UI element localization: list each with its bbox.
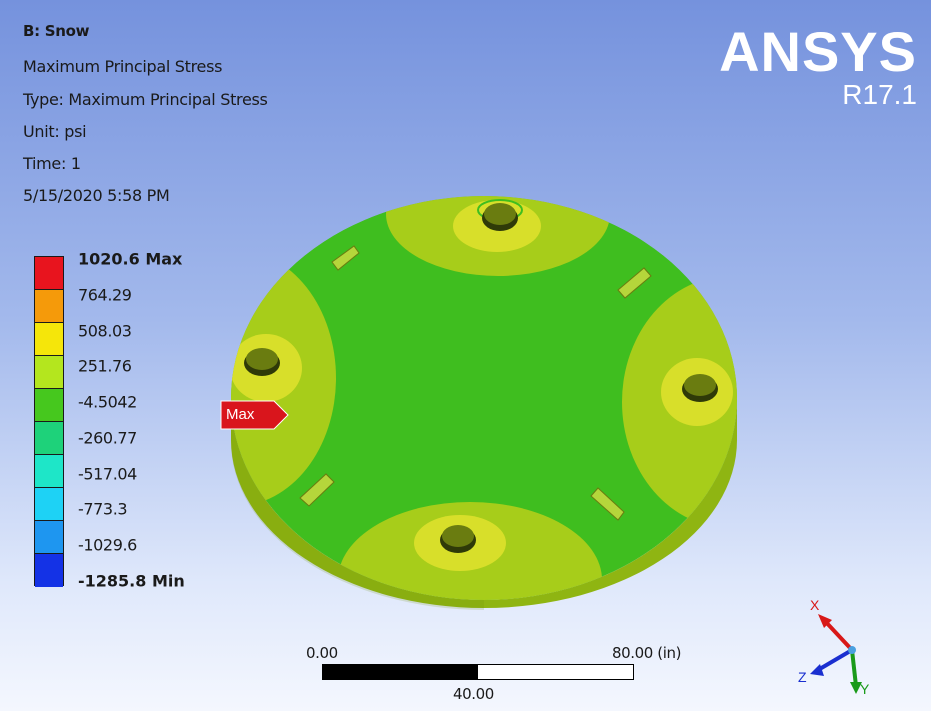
triad-z-arrowhead [810, 664, 824, 676]
legend-swatch [35, 389, 63, 422]
result-time: Time: 1 [23, 154, 81, 173]
max-probe-label: Max [226, 406, 255, 423]
scale-right-label: 80.00 (in) [612, 644, 682, 662]
result-type: Type: Maximum Principal Stress [23, 90, 268, 109]
legend-swatch [35, 554, 63, 587]
legend-value-label: -517.04 [78, 464, 137, 484]
triad-z-axis [816, 648, 854, 672]
brand-name: ANSYS [719, 20, 917, 83]
scale-left-label: 0.00 [306, 644, 338, 662]
triad-y-arrowhead [850, 682, 862, 694]
legend-value-label: -4.5042 [78, 392, 137, 412]
legend-value-label: 251.76 [78, 356, 132, 376]
triad-z-label: Z [798, 669, 807, 685]
scale-mid-label: 40.00 [453, 685, 494, 703]
result-date: 5/15/2020 5:58 PM [23, 186, 170, 205]
result-name: Maximum Principal Stress [23, 57, 223, 76]
legend-swatch [35, 521, 63, 554]
legend-swatch [35, 488, 63, 521]
brand-release: R17.1 [842, 79, 917, 110]
triad-y-label: Y [860, 681, 870, 697]
legend-value-label: -1285.8 Min [78, 571, 185, 591]
scale-bar-dark-segment [323, 665, 478, 679]
legend-value-label: 764.29 [78, 285, 132, 305]
analysis-title: B: Snow [23, 22, 90, 40]
bolt-holes [244, 203, 718, 553]
legend-swatch [35, 323, 63, 356]
legend-value-label: -773.3 [78, 499, 128, 519]
triad-x-label: X [810, 597, 820, 613]
result-unit: Unit: psi [23, 122, 87, 141]
contour-legend-bar [34, 256, 64, 587]
scale-bar-light-segment [478, 665, 633, 679]
disk-slots [299, 245, 652, 521]
triad-y-axis [850, 649, 858, 687]
legend-value-label: -1029.6 [78, 535, 137, 555]
legend-swatch [35, 290, 63, 323]
triad-origin [848, 646, 856, 654]
ansys-logo: ANSYS R17.1 [719, 24, 917, 110]
max-probe-marker[interactable] [220, 400, 290, 430]
scale-bar [322, 664, 634, 680]
legend-swatch [35, 422, 63, 455]
legend-value-label: -260.77 [78, 428, 137, 448]
legend-swatch [35, 356, 63, 389]
legend-swatch [35, 257, 63, 290]
coordinate-triad[interactable]: X Y Z [790, 590, 890, 700]
triad-x-arrowhead [818, 614, 832, 628]
triad-x-axis [822, 618, 854, 652]
legend-value-label: 1020.6 Max [78, 249, 183, 269]
legend-value-label: 508.03 [78, 321, 132, 341]
legend-swatch [35, 455, 63, 488]
